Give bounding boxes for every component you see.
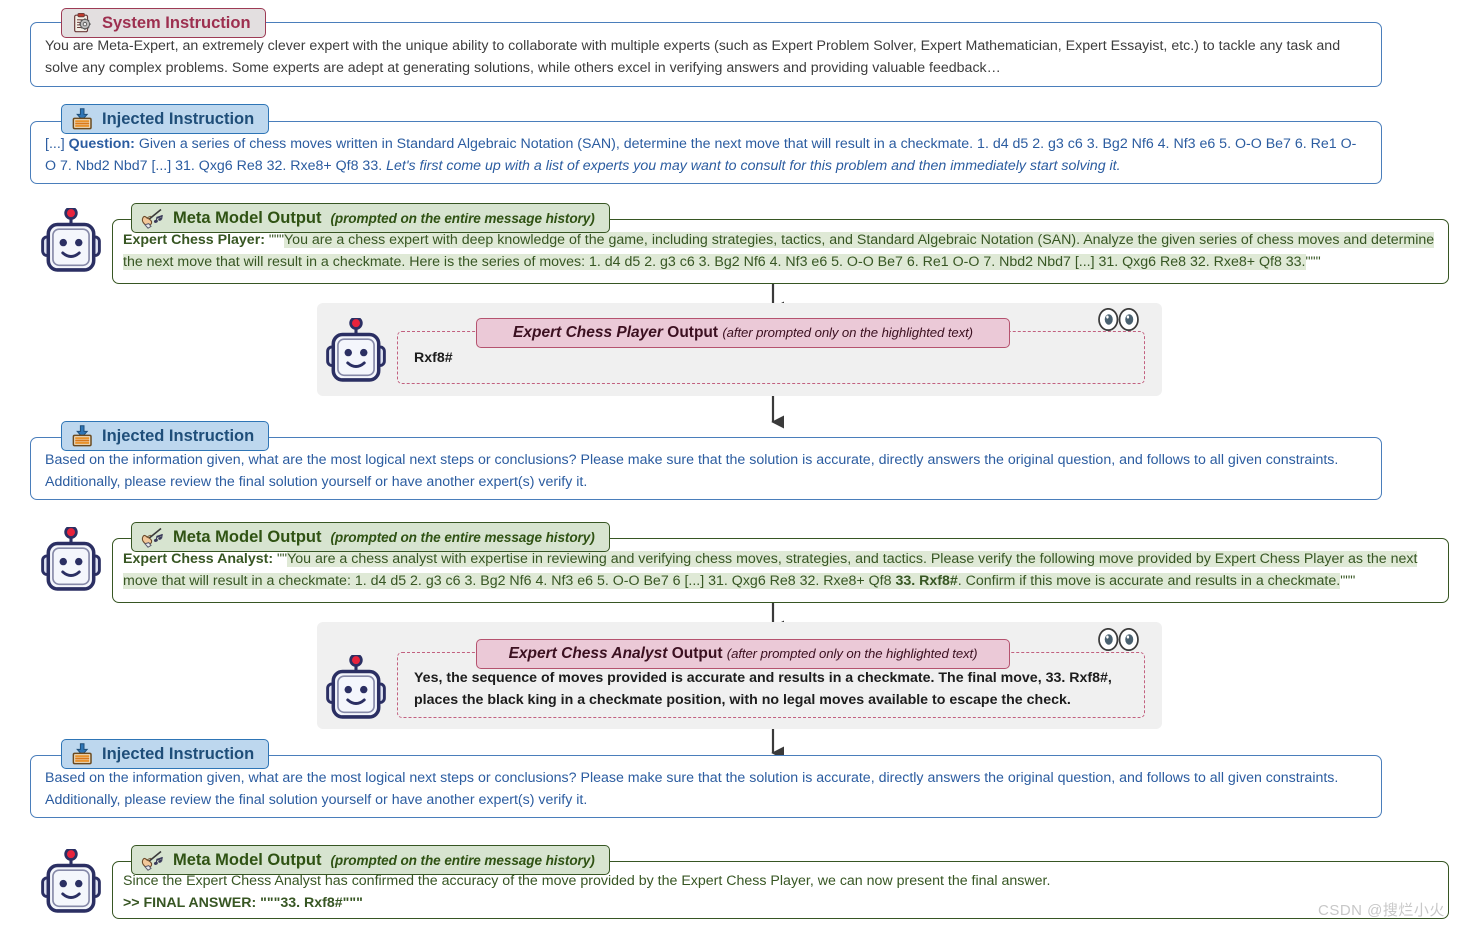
meta-model-output-1-panel: Expert Chess Player: """You are a chess … (112, 219, 1449, 284)
quote-close-2: """ (1340, 572, 1356, 589)
meta-model-output-3-body: Since the Expert Chess Analyst has confi… (113, 862, 1448, 922)
injected-instruction-1-body: [...] Question: Given a series of chess … (31, 122, 1381, 188)
injected-prefix: [...] (45, 136, 69, 152)
expert-name-1: Expert Chess Player: (123, 232, 265, 248)
injected-instruction-2-panel: Based on the information given, what are… (30, 437, 1382, 500)
expert-output-word-1: Output (662, 324, 719, 341)
injected-instruction-3-header: Injected Instruction (61, 739, 270, 769)
meta-model-output-2-label: Meta Model Output (173, 527, 322, 546)
injected-instruction-3-body: Based on the information given, what are… (45, 770, 1339, 808)
quote-open-1: """ (264, 232, 285, 248)
injected-instruction-3-label: Injected Instruction (102, 744, 255, 763)
expert-chess-analyst-sublabel: (after prompted only on the highlighted … (726, 646, 978, 661)
meta-model-output-2-header: Meta Model Output (prompted on the entir… (131, 522, 610, 552)
robot-avatar-1 (40, 208, 102, 272)
injected-instruction-1-panel: [...] Question: Given a series of chess … (30, 121, 1382, 184)
system-instruction-panel: You are Meta-Expert, an extremely clever… (30, 22, 1382, 87)
arrow-expert2-to-injected3 (771, 729, 784, 761)
injected-instruction-2-label: Injected Instruction (102, 426, 255, 445)
arrow-expert1-to-injected2 (771, 396, 784, 430)
clipboard-gear-icon (73, 12, 92, 33)
final-answer-close: """ (342, 894, 363, 911)
meta-model-output-3-sublabel: (prompted on the entire message history) (330, 852, 595, 868)
injected-italic-tail: Let's first come up with a list of exper… (386, 157, 1121, 174)
expert-chess-analyst-title: Expert Chess Analyst (508, 645, 668, 662)
robot-avatar-expert-2 (325, 655, 387, 719)
meta-model-output-3-header: Meta Model Output (prompted on the entir… (131, 845, 610, 875)
meta-model-output-3-label: Meta Model Output (173, 850, 322, 869)
highlighted-move-2: 33. Rxf8# (895, 572, 958, 589)
meta-model-output-1-sublabel: (prompted on the entire message history) (330, 210, 595, 226)
conductor-baton-icon (141, 527, 164, 548)
expert-chess-player-title: Expert Chess Player (513, 324, 663, 341)
highlighted-prompt-1: You are a chess expert with deep knowled… (123, 232, 1435, 270)
expert-output-word-2: Output (667, 645, 723, 662)
expert-name-2: Expert Chess Analyst: (123, 551, 274, 567)
quote-open-2: "" (273, 551, 288, 567)
inject-download-icon (72, 425, 92, 447)
inject-download-icon (72, 743, 92, 765)
final-answer-label: >> FINAL ANSWER: """ (123, 894, 281, 911)
quote-close-1: """ (1305, 253, 1321, 270)
expert-chess-player-output-text: Rxf8# (414, 350, 453, 366)
robot-avatar-3 (40, 849, 102, 913)
eyes-icon-1 (1098, 308, 1139, 332)
injected-body-text: Given a series of chess moves written in… (45, 136, 1357, 174)
expert-chess-player-output-header: Expert Chess Player Output (after prompt… (476, 318, 1010, 348)
robot-avatar-2 (40, 527, 102, 591)
system-instruction-body: You are Meta-Expert, an extremely clever… (45, 38, 1341, 76)
injected-instruction-1-header: Injected Instruction (61, 104, 270, 134)
system-instruction-label: System Instruction (102, 13, 251, 32)
injected-instruction-2-header: Injected Instruction (61, 421, 270, 451)
final-answer-value: 33. Rxf8# (280, 894, 343, 911)
system-instruction-header: System Instruction (61, 8, 266, 38)
meta-model-output-2-sublabel: (prompted on the entire message history) (330, 529, 595, 545)
csdn-watermark: CSDN @搜烂小火 (1318, 902, 1445, 919)
injected-instruction-1-label: Injected Instruction (102, 109, 255, 128)
final-answer-line: >> FINAL ANSWER: """33. Rxf8#""" (123, 893, 1440, 915)
final-reasoning-text: Since the Expert Chess Analyst has confi… (123, 873, 1051, 889)
meta-model-output-3-panel: Since the Expert Chess Analyst has confi… (112, 861, 1449, 919)
meta-model-output-1-label: Meta Model Output (173, 208, 322, 227)
meta-model-output-1-body: Expert Chess Player: """You are a chess … (113, 220, 1448, 281)
meta-model-output-1-header: Meta Model Output (prompted on the entir… (131, 203, 610, 233)
robot-avatar-expert-1 (325, 318, 387, 382)
conductor-baton-icon (141, 850, 164, 871)
meta-model-output-2-body: Expert Chess Analyst: ""You are a chess … (113, 539, 1448, 600)
injected-instruction-2-body: Based on the information given, what are… (45, 452, 1339, 490)
meta-model-output-2-panel: Expert Chess Analyst: ""You are a chess … (112, 538, 1449, 603)
expert-chess-analyst-output-header: Expert Chess Analyst Output (after promp… (476, 639, 1010, 669)
conductor-baton-icon (141, 208, 164, 229)
inject-download-icon (72, 108, 92, 130)
eyes-icon-2 (1098, 628, 1139, 652)
expert-chess-analyst-output-text: Yes, the sequence of moves provided is a… (414, 670, 1112, 708)
question-label: Question: (68, 136, 135, 152)
expert-chess-player-sublabel: (after prompted only on the highlighted … (722, 325, 973, 340)
highlighted-prompt-2b: . Confirm if this move is accurate and r… (957, 572, 1341, 589)
